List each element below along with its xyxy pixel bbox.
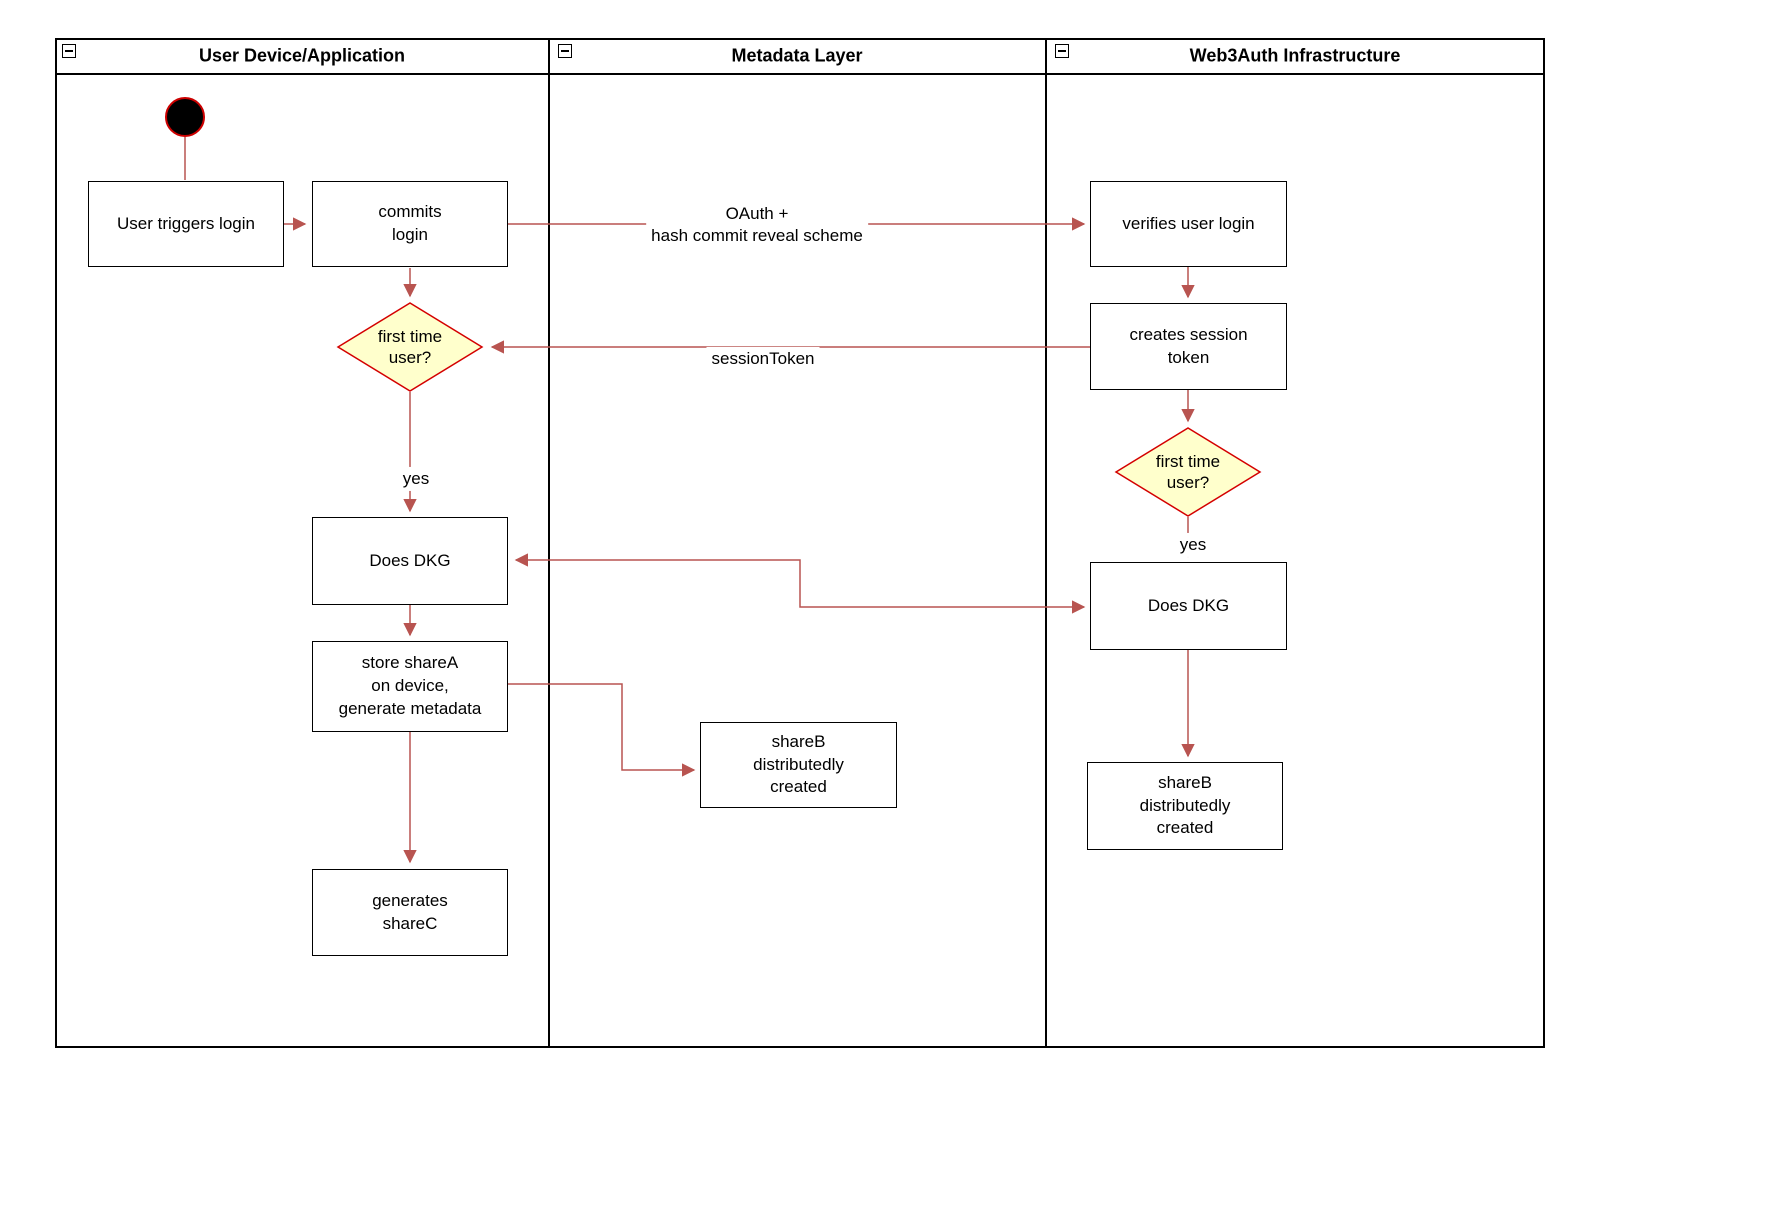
node-commits-login: commits login — [312, 181, 508, 267]
swimlane-frame — [55, 38, 1545, 1048]
node-does-dkg-lane1: Does DKG — [312, 517, 508, 605]
node-user-triggers-login: User triggers login — [88, 181, 284, 267]
node-label: commits login — [378, 202, 442, 244]
node-store-sharea: store shareA on device, generate metadat… — [312, 641, 508, 732]
node-creates-session-token: creates session token — [1090, 303, 1287, 390]
node-label: verifies user login — [1122, 213, 1255, 233]
node-label: creates session token — [1129, 324, 1248, 367]
lane-divider-2 — [1045, 38, 1047, 1048]
lane-header-web3auth: Web3Auth Infrastructure — [1189, 45, 1401, 66]
node-label: Does DKG — [369, 550, 451, 570]
node-label: store shareA on device, generate metadat… — [338, 653, 482, 718]
node-generates-sharec: generates shareC — [312, 869, 508, 956]
edge-label-yes-lane3: yes — [1174, 532, 1212, 558]
node-label: shareB distributedly created — [753, 731, 844, 797]
lane-header-user-device: User Device/Application — [198, 45, 406, 66]
collapse-lane-icon[interactable] — [1055, 44, 1069, 58]
lane-header-metadata-layer: Metadata Layer — [731, 45, 863, 66]
node-label: Does DKG — [1147, 595, 1230, 615]
collapse-lane-icon[interactable] — [558, 44, 572, 58]
node-label: generates shareC — [372, 890, 448, 933]
lane-divider-1 — [548, 38, 550, 1048]
edge-label-oauth: OAuth + hash commit reveal scheme — [646, 201, 868, 249]
collapse-lane-icon[interactable] — [62, 44, 76, 58]
minus-icon — [1058, 50, 1066, 52]
lane-header-divider — [55, 73, 1545, 75]
node-label: User triggers login — [117, 213, 255, 233]
edge-label-sessiontoken: sessionToken — [706, 346, 820, 372]
minus-icon — [561, 50, 569, 52]
node-shareb-metadata: shareB distributedly created — [700, 722, 897, 808]
node-shareb-web3: shareB distributedly created — [1087, 762, 1283, 850]
node-verifies-user-login: verifies user login — [1090, 181, 1287, 267]
node-label: shareB distributedly created — [1139, 772, 1231, 838]
node-does-dkg-lane3: Does DKG — [1090, 562, 1287, 650]
edge-label-yes-lane1: yes — [397, 466, 435, 492]
minus-icon — [65, 50, 73, 52]
